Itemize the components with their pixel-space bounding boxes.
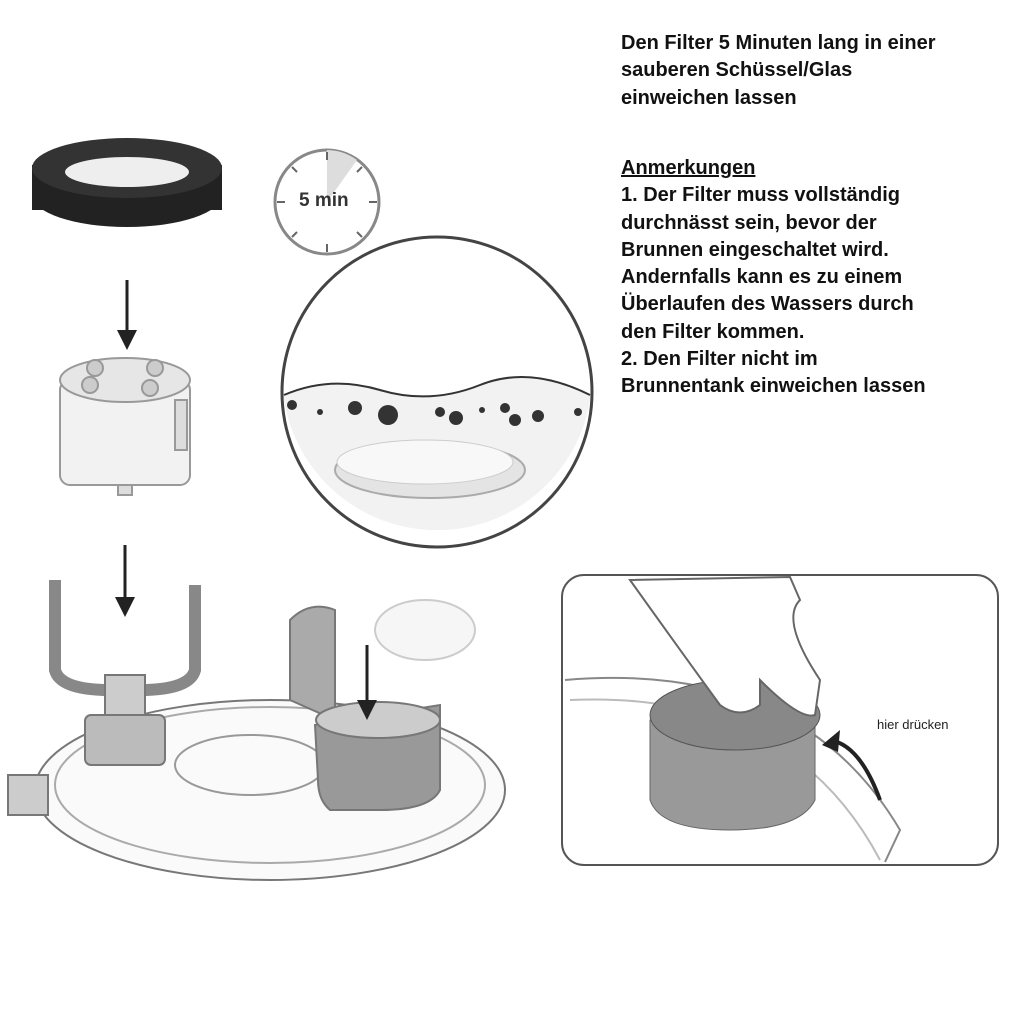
notes-heading: Anmerkungen bbox=[621, 157, 756, 179]
timer-icon bbox=[273, 148, 381, 256]
note-line: durchnässt sein, bevor der bbox=[621, 211, 877, 234]
soaking-bowl-illustration bbox=[280, 235, 594, 549]
note-line: Überlaufen des Wassers durch bbox=[621, 293, 914, 316]
note-line: Andernfalls kann es zu einem bbox=[621, 266, 903, 289]
note-line: 2. Den Filter nicht im bbox=[621, 348, 818, 371]
pump-housing bbox=[59, 357, 191, 496]
note-line: Brunnentank einweichen lassen bbox=[621, 375, 926, 398]
arrow-down-icon bbox=[357, 645, 377, 720]
fountain-base-illustration bbox=[7, 580, 506, 881]
arrow-down-icon bbox=[115, 545, 135, 617]
foam-filter-ring bbox=[32, 138, 222, 227]
arrow-down-icon bbox=[117, 280, 137, 350]
detail-panel bbox=[561, 574, 999, 866]
note-line: Brunnen eingeschaltet wird. bbox=[621, 238, 889, 261]
timer-label: 5 min bbox=[299, 190, 349, 211]
press-here-label: hier drücken bbox=[877, 717, 949, 732]
intro-line: Den Filter 5 Minuten lang in einer bbox=[621, 32, 936, 54]
notes-section: Anmerkungen 1. Der Filter muss vollständ… bbox=[621, 155, 926, 401]
note-line: den Filter kommen. bbox=[621, 320, 805, 343]
note-line: 1. Der Filter muss vollständig bbox=[621, 184, 900, 207]
intro-line: sauberen Schüssel/Glas bbox=[621, 59, 853, 82]
intro-line: einweichen lassen bbox=[621, 86, 797, 109]
intro-text: Den Filter 5 Minuten lang in einer saube… bbox=[621, 30, 935, 112]
